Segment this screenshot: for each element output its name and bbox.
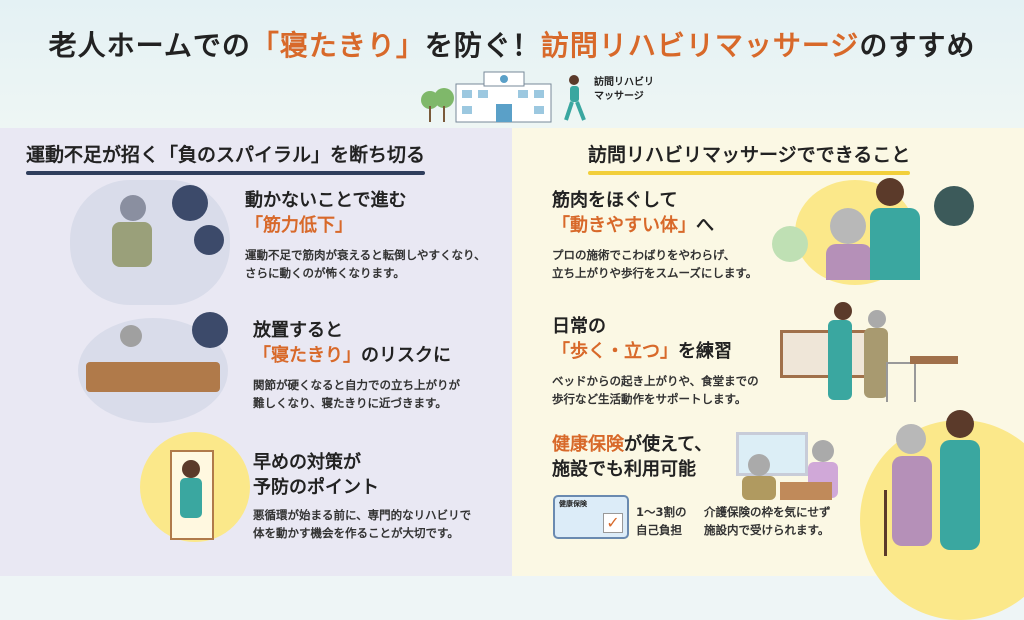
elder-head-icon [812, 440, 834, 462]
therapist-head-icon [946, 410, 974, 438]
left-item-3-heading: 早めの対策が予防のポイント [253, 450, 379, 500]
elder-body [742, 476, 776, 500]
title-text: のすすめ [859, 29, 976, 62]
elder-head-icon [120, 325, 142, 347]
heading-line: 筋肉をほぐして [552, 190, 678, 211]
muscle-icon [172, 185, 208, 221]
elder-body [112, 222, 152, 267]
header-label: 訪問リハビリマッサージ [594, 76, 654, 104]
right-section-heading: 訪問リハビリマッサージでできること [588, 140, 911, 175]
left-item-1-desc: 運動不足で筋肉が衰えると転倒しやすくなり、さらに動くのが怖くなります。 [245, 246, 486, 282]
heading-line: が使えて、 [624, 434, 713, 455]
heading-line: 早めの対策が [253, 452, 361, 473]
page-title: 老人ホームでの「寝たきり」を防ぐ！訪問リハビリマッサージのすすめ [0, 24, 1024, 64]
right-item-3-desc: 介護保険の枠を気にせず施設内で受けられます。 [704, 503, 831, 539]
left-section-heading: 運動不足が招く「負のスパイラル」を断ち切る [26, 140, 426, 175]
insurance-card-label: 健康保険 [559, 500, 587, 508]
desc-line: 施設内で受けられます。 [704, 523, 830, 537]
heading-highlight: 「歩く・立つ」 [552, 341, 678, 362]
desc-line: 自己負担 [636, 523, 682, 537]
copay-text: 1〜3割の自己負担 [636, 503, 687, 539]
header-label-line: 訪問リハビリ [594, 77, 654, 88]
left-item-2-desc: 関節が硬くなると自力での立ち上がりが難しくなり、寝たきりに近づきます。 [253, 376, 460, 412]
desc-line: 体を動かす機会を作ることが大切です。 [253, 526, 459, 540]
title-text: 老人ホームでの [48, 29, 251, 62]
bed-icon [780, 330, 870, 378]
therapist-body [828, 320, 852, 400]
title-text: を防ぐ！ [424, 29, 541, 62]
heading-line: 放置すると [253, 320, 343, 341]
nursing-home-illustration [421, 71, 586, 123]
cane-icon [884, 490, 887, 556]
heading-line: へ [696, 215, 714, 236]
elder-head-icon [896, 424, 926, 454]
heading-highlight: 「筋力低下」 [245, 215, 353, 236]
right-item-1-heading: 筋肉をほぐして「動きやすい体」へ [552, 188, 714, 238]
desc-line: さらに動くのが怖くなります。 [245, 266, 405, 280]
bed-icon [86, 362, 220, 392]
desc-line: 立ち上がりや歩行をスムーズにします。 [552, 266, 758, 280]
desc-line: 歩行など生活動作をサポートします。 [552, 392, 747, 406]
check-icon: ✓ [603, 513, 623, 533]
left-item-3-desc: 悪循環が始まる前に、専門的なリハビリで体を動かす機会を作ることが大切です。 [253, 506, 471, 542]
desc-line: 介護保険の枠を気にせず [704, 505, 831, 519]
desc-line: 1〜3割の [636, 505, 687, 519]
therapist-head-icon [834, 302, 852, 320]
title-highlight: 訪問リハビリマッサージ [540, 29, 860, 62]
heading-line: 動かないことで進む [245, 190, 407, 211]
right-item-1-desc: プロの施術でこわばりをやわらげ、立ち上がりや歩行をスムーズにします。 [552, 246, 757, 282]
header-label-line: マッサージ [594, 91, 644, 102]
heading-highlight: 健康保険 [552, 434, 624, 455]
muscle-icon [194, 225, 224, 255]
left-item-1-heading: 動かないことで進む「筋力低下」 [245, 188, 406, 238]
desc-line: プロの施術でこわばりをやわらげ、 [552, 248, 736, 262]
therapist-head-icon [182, 460, 200, 478]
right-item-2-desc: ベッドからの起き上がりや、食堂までの歩行など生活動作をサポートします。 [552, 372, 759, 408]
desc-line: 悪循環が始まる前に、専門的なリハビリで [253, 508, 472, 522]
therapist-body [870, 208, 920, 280]
desc-line: 関節が硬くなると自力での立ち上がりが [253, 378, 460, 392]
walker-icon [886, 362, 916, 402]
elder-head-icon [748, 454, 770, 476]
insurance-card: 健康保険 ✓ [553, 495, 629, 539]
heading-line: のリスクに [361, 345, 451, 366]
elder-head-icon [120, 195, 146, 221]
elder-head-icon [830, 208, 866, 244]
elder-head-icon [868, 310, 886, 328]
heading-line: 施設でも利用可能 [552, 459, 696, 480]
table-icon [910, 356, 958, 364]
desc-line: 難しくなり、寝たきりに近づきます。 [253, 396, 447, 410]
window-icon [736, 432, 808, 476]
desc-line: 運動不足で筋肉が衰えると転倒しやすくなり、 [245, 248, 486, 262]
heading-line: 予防のポイント [253, 477, 379, 498]
knee-joint-icon [192, 312, 228, 348]
left-item-2-heading: 放置すると「寝たきり」のリスクに [253, 318, 451, 368]
heading-highlight: 「寝たきり」 [253, 345, 361, 366]
title-highlight: 「寝たきり」 [250, 29, 425, 62]
therapist-body [940, 440, 980, 550]
knee-joint-icon [934, 186, 974, 226]
table-icon [780, 482, 832, 500]
circulation-icon [772, 226, 808, 262]
desc-line: ベッドからの起き上がりや、食堂までの [552, 374, 759, 388]
heading-line: 日常の [552, 316, 606, 337]
elder-body [826, 244, 872, 280]
right-item-3-heading: 健康保険が使えて、施設でも利用可能 [552, 432, 712, 482]
therapist-head-icon [876, 178, 904, 206]
therapist-body [180, 478, 202, 518]
elder-body [864, 328, 888, 398]
right-item-2-heading: 日常の「歩く・立つ」を練習 [552, 314, 732, 364]
heading-highlight: 「動きやすい体」 [552, 215, 696, 236]
heading-line: を練習 [678, 341, 732, 362]
elder-body [892, 456, 932, 546]
